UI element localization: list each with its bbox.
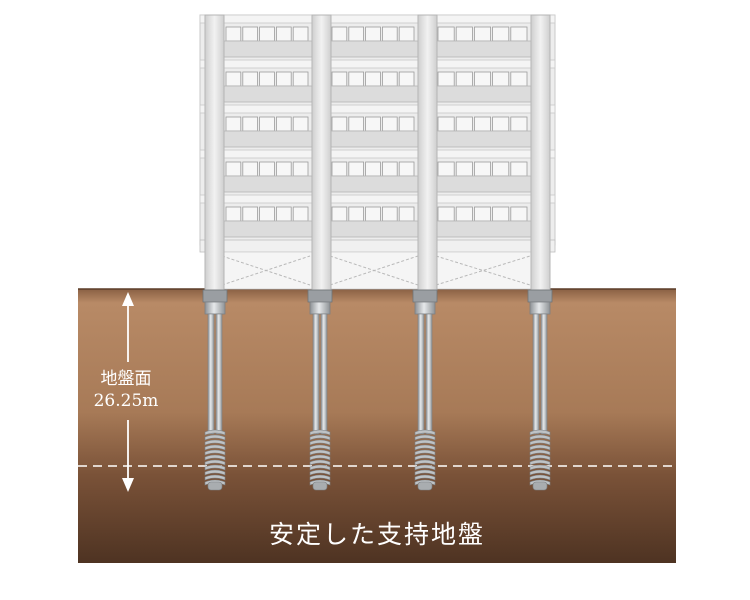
ground-soil	[78, 289, 676, 563]
building	[199, 14, 556, 291]
depth-arrow	[122, 292, 134, 492]
bearing-layer-label: 安定した支持地盤	[268, 520, 485, 549]
depth-label-value: 26.25m	[93, 391, 159, 411]
depth-label-title: 地盤面	[100, 369, 152, 389]
foundation-piles	[202, 289, 553, 491]
